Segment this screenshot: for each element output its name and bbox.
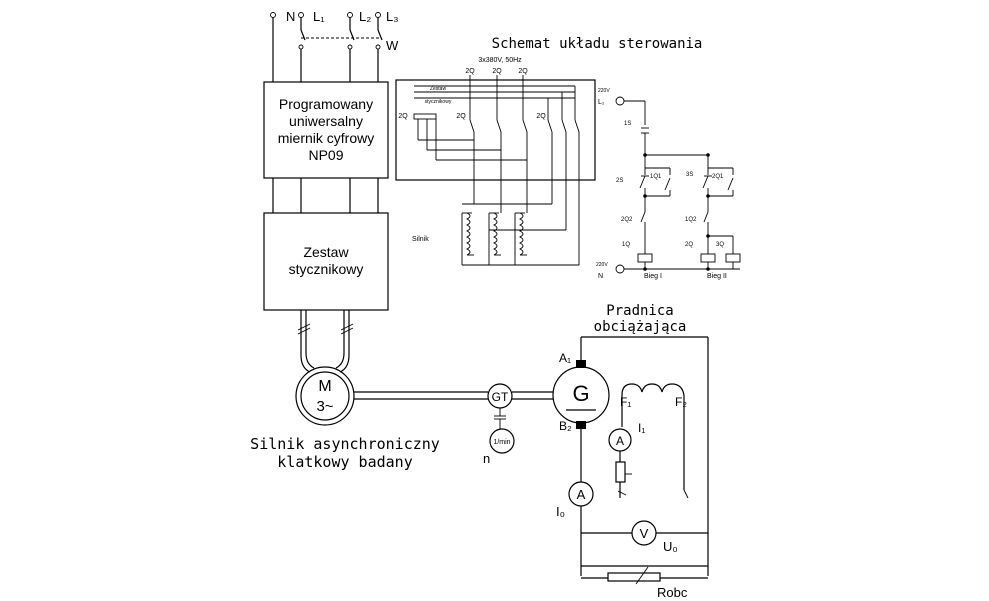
- generator: Pradnica obciążająca G A₁ B₂: [552, 303, 687, 433]
- generator-symbol: G: [572, 381, 589, 406]
- control-zestaw-1: Zestaw: [430, 86, 447, 92]
- control-supply: 3x380V, 50Hz: [478, 57, 522, 64]
- control-q2a: 2Q: [465, 68, 475, 75]
- control-2q2: 2Q2: [621, 217, 633, 223]
- terminal-a1: A₁: [559, 351, 571, 365]
- control-bieg-2: Bieg II: [707, 273, 727, 280]
- control-q2b: 2Q: [492, 68, 502, 75]
- terminal-b2: B₂: [559, 419, 572, 433]
- control-bieg-1: Bieg I: [644, 273, 662, 280]
- control-q2e: 2Q: [456, 113, 466, 120]
- field-circuit: F₁ F₂ A I₁: [608, 383, 689, 499]
- control-l1: L₁: [598, 99, 605, 106]
- control-q2f: 2Q: [536, 113, 546, 120]
- control-n: N: [598, 273, 603, 280]
- label-l3: L₃: [386, 9, 399, 24]
- control-title: Schemat układu sterowania: [492, 36, 703, 52]
- speed-label: n: [483, 451, 490, 466]
- terminal-f1: F₁: [620, 395, 631, 409]
- shaft: [354, 391, 553, 400]
- control-2q: 2Q: [685, 242, 693, 248]
- tacho-label: GT: [492, 390, 509, 404]
- meter-line-3: miernik cyfrowy: [278, 130, 374, 146]
- generator-title-1: Pradnica: [606, 303, 673, 319]
- label-l1: L₁: [313, 9, 325, 24]
- label-i0: I₀: [556, 504, 565, 519]
- label-l2: L₂: [359, 9, 371, 24]
- meter-line-1: Programowany: [279, 96, 373, 112]
- armature-circuit: A I₀ V U₀ Robc: [556, 336, 709, 600]
- label-switch-w: W: [386, 38, 399, 53]
- label-u0: U₀: [663, 539, 678, 554]
- contactor-box: Zestaw stycznikowy: [263, 212, 389, 311]
- control-3s: 3S: [686, 172, 693, 178]
- control-2q1: 2Q1: [712, 174, 724, 180]
- control-1q: 1Q: [622, 242, 630, 248]
- control-q2c: 2Q: [518, 68, 528, 75]
- contactor-line-2: stycznikowy: [289, 261, 364, 277]
- tacho-generator: GT 1/min n: [483, 383, 515, 466]
- control-logic-side: 220V L₁ 1S 2S 1Q1 2Q2 1Q 3S: [596, 88, 741, 280]
- motor-sub: 3~: [316, 398, 333, 415]
- meter-line-2: uniwersalny: [289, 113, 363, 129]
- terminal-f2: F₂: [675, 395, 687, 409]
- control-3q: 3Q: [716, 242, 724, 248]
- motor-windings: [461, 212, 579, 266]
- control-1q2: 1Q2: [685, 217, 697, 223]
- control-power-side: Schemat układu sterowania 3x380V, 50Hz 2…: [395, 36, 703, 266]
- generator-title-2: obciążająca: [594, 319, 687, 335]
- tacho-meter: 1/min: [493, 439, 510, 446]
- supply-terminals: N L₁ L₂ L₃: [270, 9, 399, 24]
- main-switch: W: [272, 18, 399, 82]
- control-zestaw-2: stycznikowy: [425, 99, 452, 105]
- ammeter-i0: A: [577, 487, 586, 502]
- control-1s: 1S: [624, 121, 631, 127]
- label-n: N: [286, 9, 295, 24]
- ammeter-i1: A: [616, 434, 624, 448]
- motor-symbol: M: [318, 378, 331, 395]
- control-1q1: 1Q1: [650, 174, 662, 180]
- control-2s: 2S: [616, 178, 623, 184]
- control-220v-bot: 220V: [596, 262, 608, 268]
- motor-caption-2: klatkowy badany: [277, 453, 412, 471]
- motor: M 3~ Silnik asynchroniczny klatkowy bada…: [250, 366, 440, 471]
- control-220v-top: 220V: [598, 88, 610, 94]
- control-silnik: Silnik: [412, 236, 429, 243]
- contactor-line-1: Zestaw: [303, 244, 349, 260]
- meter-box: Programowany uniwersalny miernik cyfrowy…: [263, 81, 389, 179]
- meter-line-4: NP09: [308, 147, 343, 163]
- voltmeter: V: [640, 526, 649, 541]
- label-i1: I₁: [638, 421, 645, 435]
- motor-cables: [297, 310, 354, 373]
- label-rload: Robc: [657, 585, 688, 600]
- control-q2d: 2Q: [398, 113, 408, 120]
- motor-caption-1: Silnik asynchroniczny: [250, 435, 440, 453]
